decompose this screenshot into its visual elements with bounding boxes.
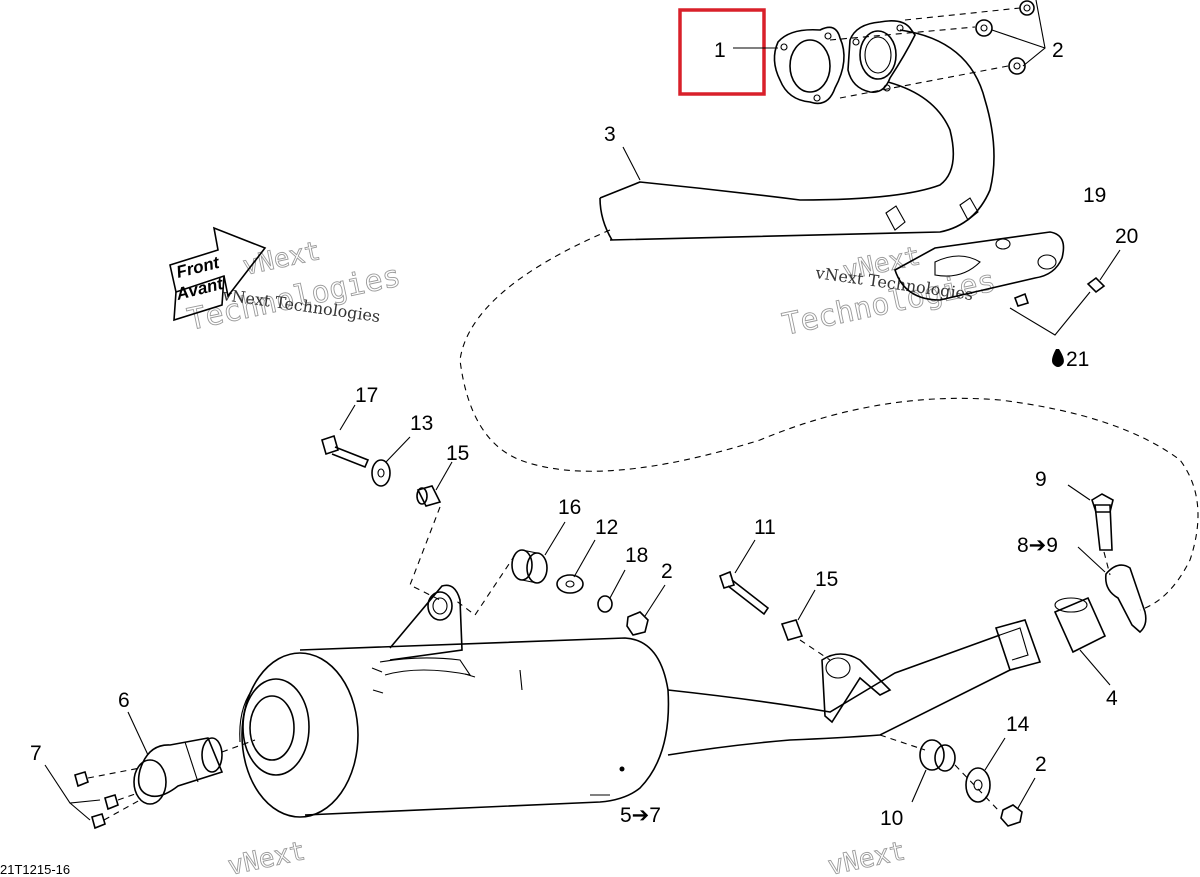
- callout-labels: 1 2 3 19 20 21 17 13 15 16 12 18 2 11 15…: [30, 39, 1138, 830]
- grommet-part-16: [454, 521, 566, 616]
- label-14: 14: [1006, 713, 1030, 736]
- tailpipe-section: [667, 619, 1042, 756]
- svg-text:vNext: vNext: [225, 836, 308, 877]
- label-5-7: 5➔7: [620, 804, 661, 827]
- label-9: 9: [1035, 468, 1047, 491]
- label-16: 16: [558, 496, 581, 519]
- bolt-part-20: [1009, 249, 1121, 336]
- grommet-part-10: [879, 734, 956, 803]
- spark-arrestor-part-6: [127, 711, 256, 805]
- washer-part-12: [556, 539, 596, 594]
- washer-part-13: [371, 436, 411, 487]
- label-2-mid: 2: [661, 560, 673, 583]
- label-6: 6: [118, 689, 130, 712]
- nut-part-2-bottom: [954, 764, 1036, 827]
- gasket-part-1: [773, 26, 845, 105]
- svg-text:21: 21: [1066, 348, 1089, 371]
- label-4: 4: [1106, 687, 1118, 710]
- leader-lines: [590, 47, 778, 796]
- nut-part-2-mid: [626, 584, 666, 636]
- highlight-box: [678, 8, 766, 96]
- spacer-part-15-a: [409, 461, 453, 601]
- watermark-bottom: vNext vNext: [225, 836, 909, 877]
- spacer-part-15-b: [780, 589, 831, 661]
- header-pipe-part-3: [599, 20, 995, 241]
- label-21: 21: [1052, 348, 1089, 371]
- bolt-part-17: [321, 404, 370, 469]
- label-11: 11: [754, 516, 776, 539]
- label-2-top: 2: [1052, 39, 1064, 62]
- routing-loop: [459, 229, 1199, 611]
- label-10: 10: [880, 807, 903, 830]
- label-18: 18: [625, 544, 648, 567]
- label-1: 1: [714, 39, 726, 62]
- label-20: 20: [1115, 225, 1138, 248]
- label-8-9: 8➔9: [1017, 534, 1058, 557]
- spacer-part-18: [597, 569, 626, 613]
- washer-part-14: [965, 737, 1006, 803]
- label-12: 12: [595, 516, 618, 539]
- label-3: 3: [604, 123, 616, 146]
- label-17: 17: [355, 384, 378, 407]
- clamp-part-8: [1067, 484, 1147, 634]
- label-7: 7: [30, 742, 42, 765]
- label-15-left: 15: [446, 442, 469, 465]
- bolt-part-11: [719, 539, 770, 616]
- sleeve-part-4: [1053, 596, 1111, 686]
- label-15-right: 15: [815, 568, 838, 591]
- oil-drop-icon: [1052, 349, 1064, 367]
- svg-text:vNext: vNext: [825, 836, 908, 877]
- label-2-bottom: 2: [1035, 753, 1047, 776]
- diagram-code: 21T1215-16: [0, 862, 70, 877]
- label-19: 19: [1083, 184, 1106, 207]
- muffler-part-5: [239, 584, 670, 818]
- screws-part-7: [44, 764, 141, 830]
- bracket-part-19: [894, 231, 1065, 301]
- nuts-part-2-top: [829, 0, 1046, 99]
- label-13: 13: [410, 412, 433, 435]
